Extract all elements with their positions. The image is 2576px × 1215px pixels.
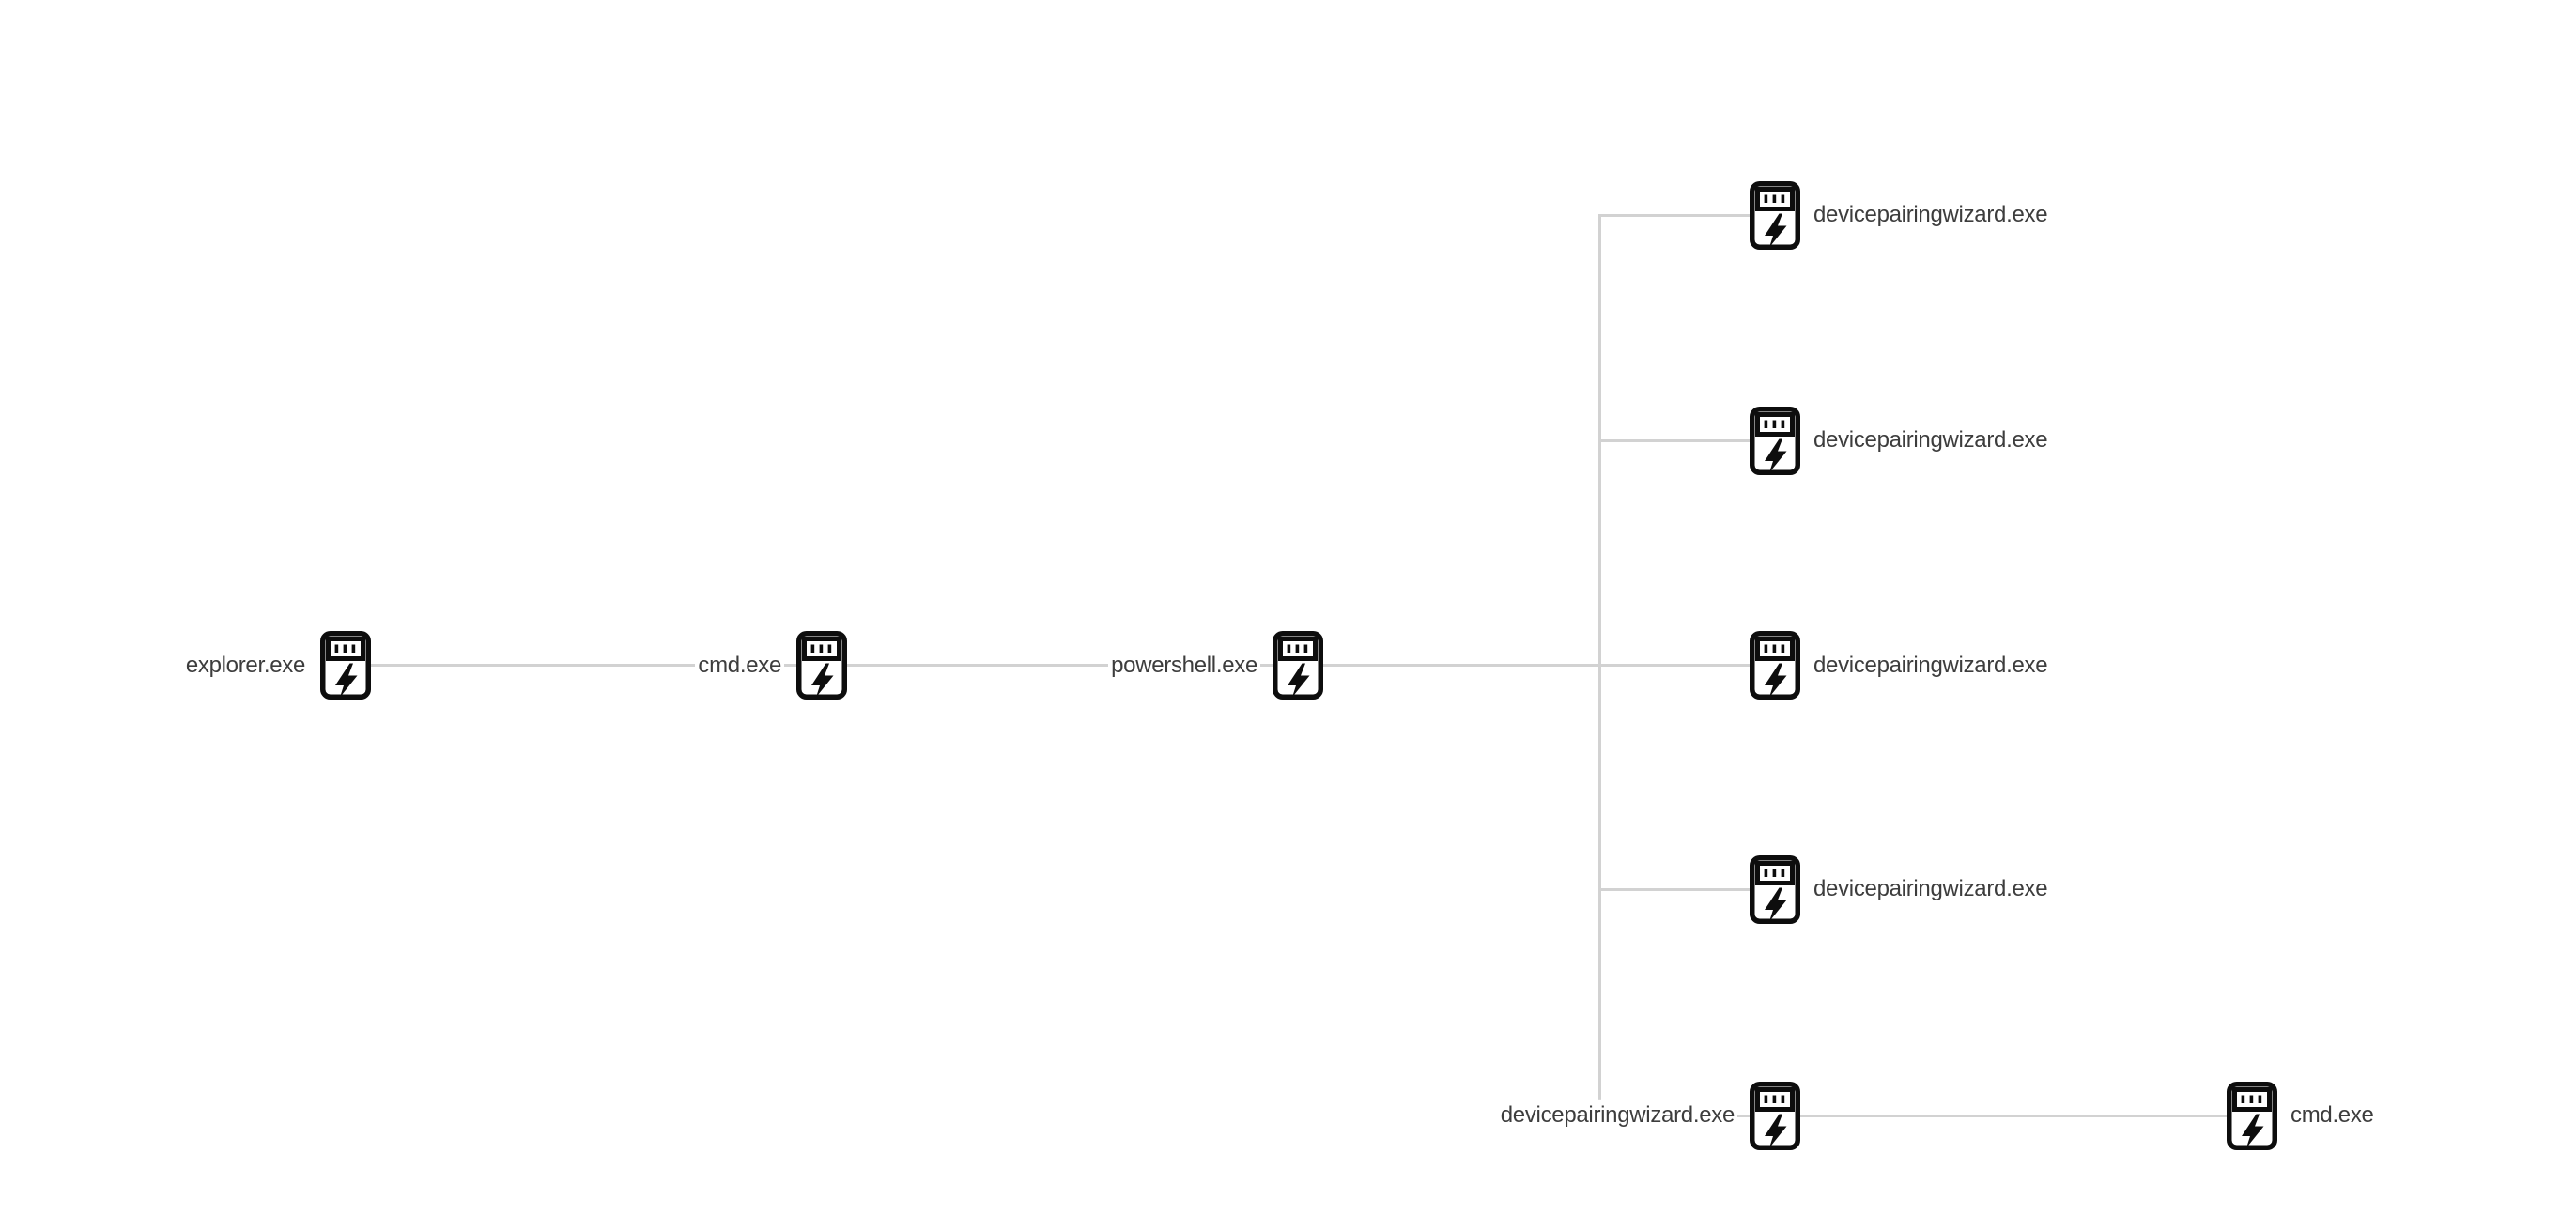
process-icon (796, 631, 847, 700)
process-label: devicepairingwizard.exe (1811, 872, 2051, 906)
process-icon (1750, 1081, 1800, 1150)
process-icon (320, 631, 371, 700)
process-node-devicepairingwizard-3[interactable]: devicepairingwizard.exe (1750, 631, 2051, 700)
process-node-devicepairingwizard-1[interactable]: devicepairingwizard.exe (1750, 180, 2051, 250)
process-label: devicepairingwizard.exe (1811, 198, 2051, 232)
process-label: devicepairingwizard.exe (1811, 423, 2051, 457)
process-node-powershell[interactable]: powershell.exe (1108, 631, 1323, 700)
process-label: cmd.exe (695, 649, 784, 682)
process-icon (1750, 854, 1800, 924)
edge-child5-cmd (1775, 1114, 2252, 1117)
process-label: cmd.exe (2288, 1099, 2377, 1132)
edge-branch-child2 (1597, 438, 1776, 442)
edge-branch-child4 (1597, 887, 1776, 891)
process-icon (2227, 1081, 2277, 1150)
edge-branch-child1 (1597, 213, 1776, 217)
process-node-cmd[interactable]: cmd.exe (695, 631, 847, 700)
edge-trunk (1597, 213, 1601, 1117)
process-node-devicepairingwizard-4[interactable]: devicepairingwizard.exe (1750, 854, 2051, 924)
edge-explorer-cmd (346, 663, 822, 667)
process-label: devicepairingwizard.exe (1811, 649, 2051, 682)
process-label: powershell.exe (1108, 649, 1260, 682)
process-label: explorer.exe (182, 649, 308, 682)
process-icon (1750, 406, 1800, 475)
process-node-devicepairingwizard-2[interactable]: devicepairingwizard.exe (1750, 406, 2051, 475)
process-label: devicepairingwizard.exe (1497, 1099, 1737, 1132)
edge-powershell-child3 (1298, 663, 1775, 667)
process-node-explorer[interactable]: explorer.exe (182, 631, 371, 700)
process-node-devicepairingwizard-5[interactable]: devicepairingwizard.exe (1497, 1081, 1800, 1150)
edge-cmd-powershell (822, 663, 1298, 667)
process-icon (1273, 631, 1323, 700)
process-icon (1750, 180, 1800, 250)
process-node-cmd-2[interactable]: cmd.exe (2227, 1081, 2377, 1150)
process-icon (1750, 631, 1800, 700)
